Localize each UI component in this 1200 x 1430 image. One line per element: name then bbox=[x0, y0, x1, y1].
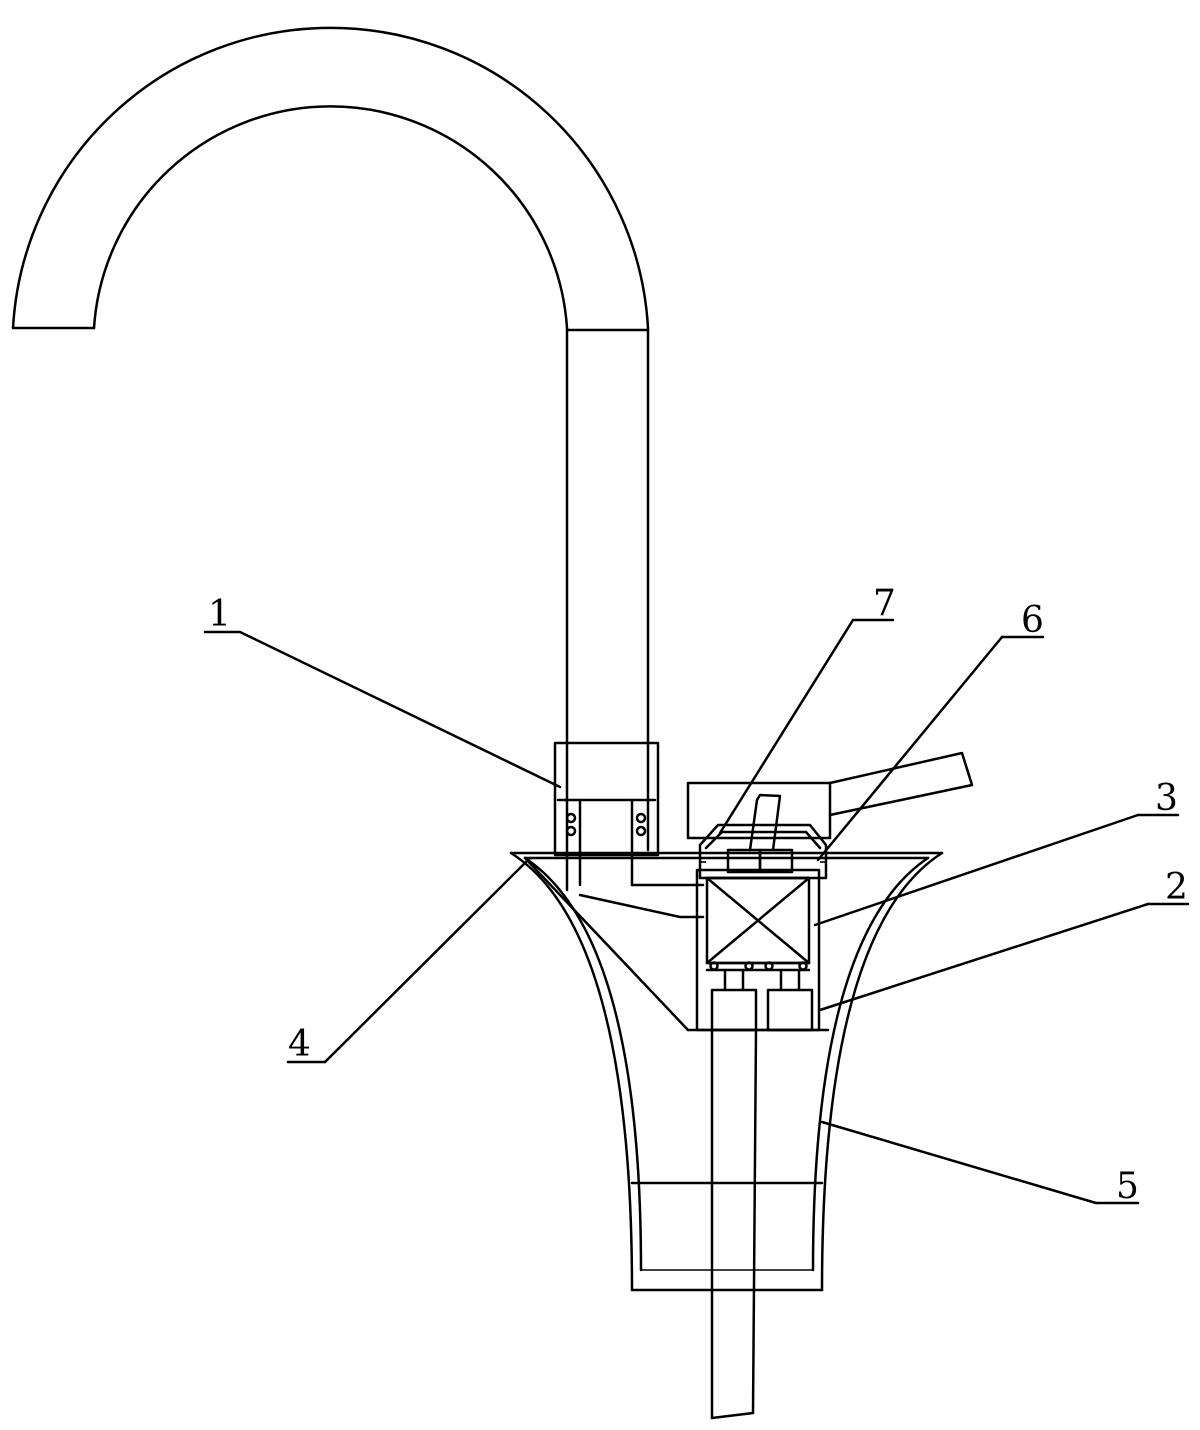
inlet-connectors bbox=[710, 968, 814, 1032]
leader-lines bbox=[203, 618, 1190, 1205]
lever-handle bbox=[686, 751, 974, 852]
callout-7: 7 bbox=[873, 583, 896, 624]
callout-3: 3 bbox=[1155, 778, 1178, 819]
callout-labels: 1 7 6 3 2 4 5 bbox=[208, 583, 1188, 1207]
callout-1: 1 bbox=[208, 594, 231, 635]
spout-collar bbox=[553, 741, 705, 919]
callout-4: 4 bbox=[288, 1024, 311, 1065]
callout-6: 6 bbox=[1021, 600, 1044, 641]
gooseneck-spout bbox=[11, 26, 650, 892]
o-ring-seals bbox=[565, 812, 647, 837]
supply-pipe bbox=[710, 1028, 758, 1420]
callout-5: 5 bbox=[1116, 1166, 1139, 1207]
cartridge-cap bbox=[698, 823, 828, 880]
faucet-base-body bbox=[509, 851, 944, 1292]
callout-2: 2 bbox=[1165, 867, 1188, 908]
valve-cartridge bbox=[695, 868, 821, 1032]
